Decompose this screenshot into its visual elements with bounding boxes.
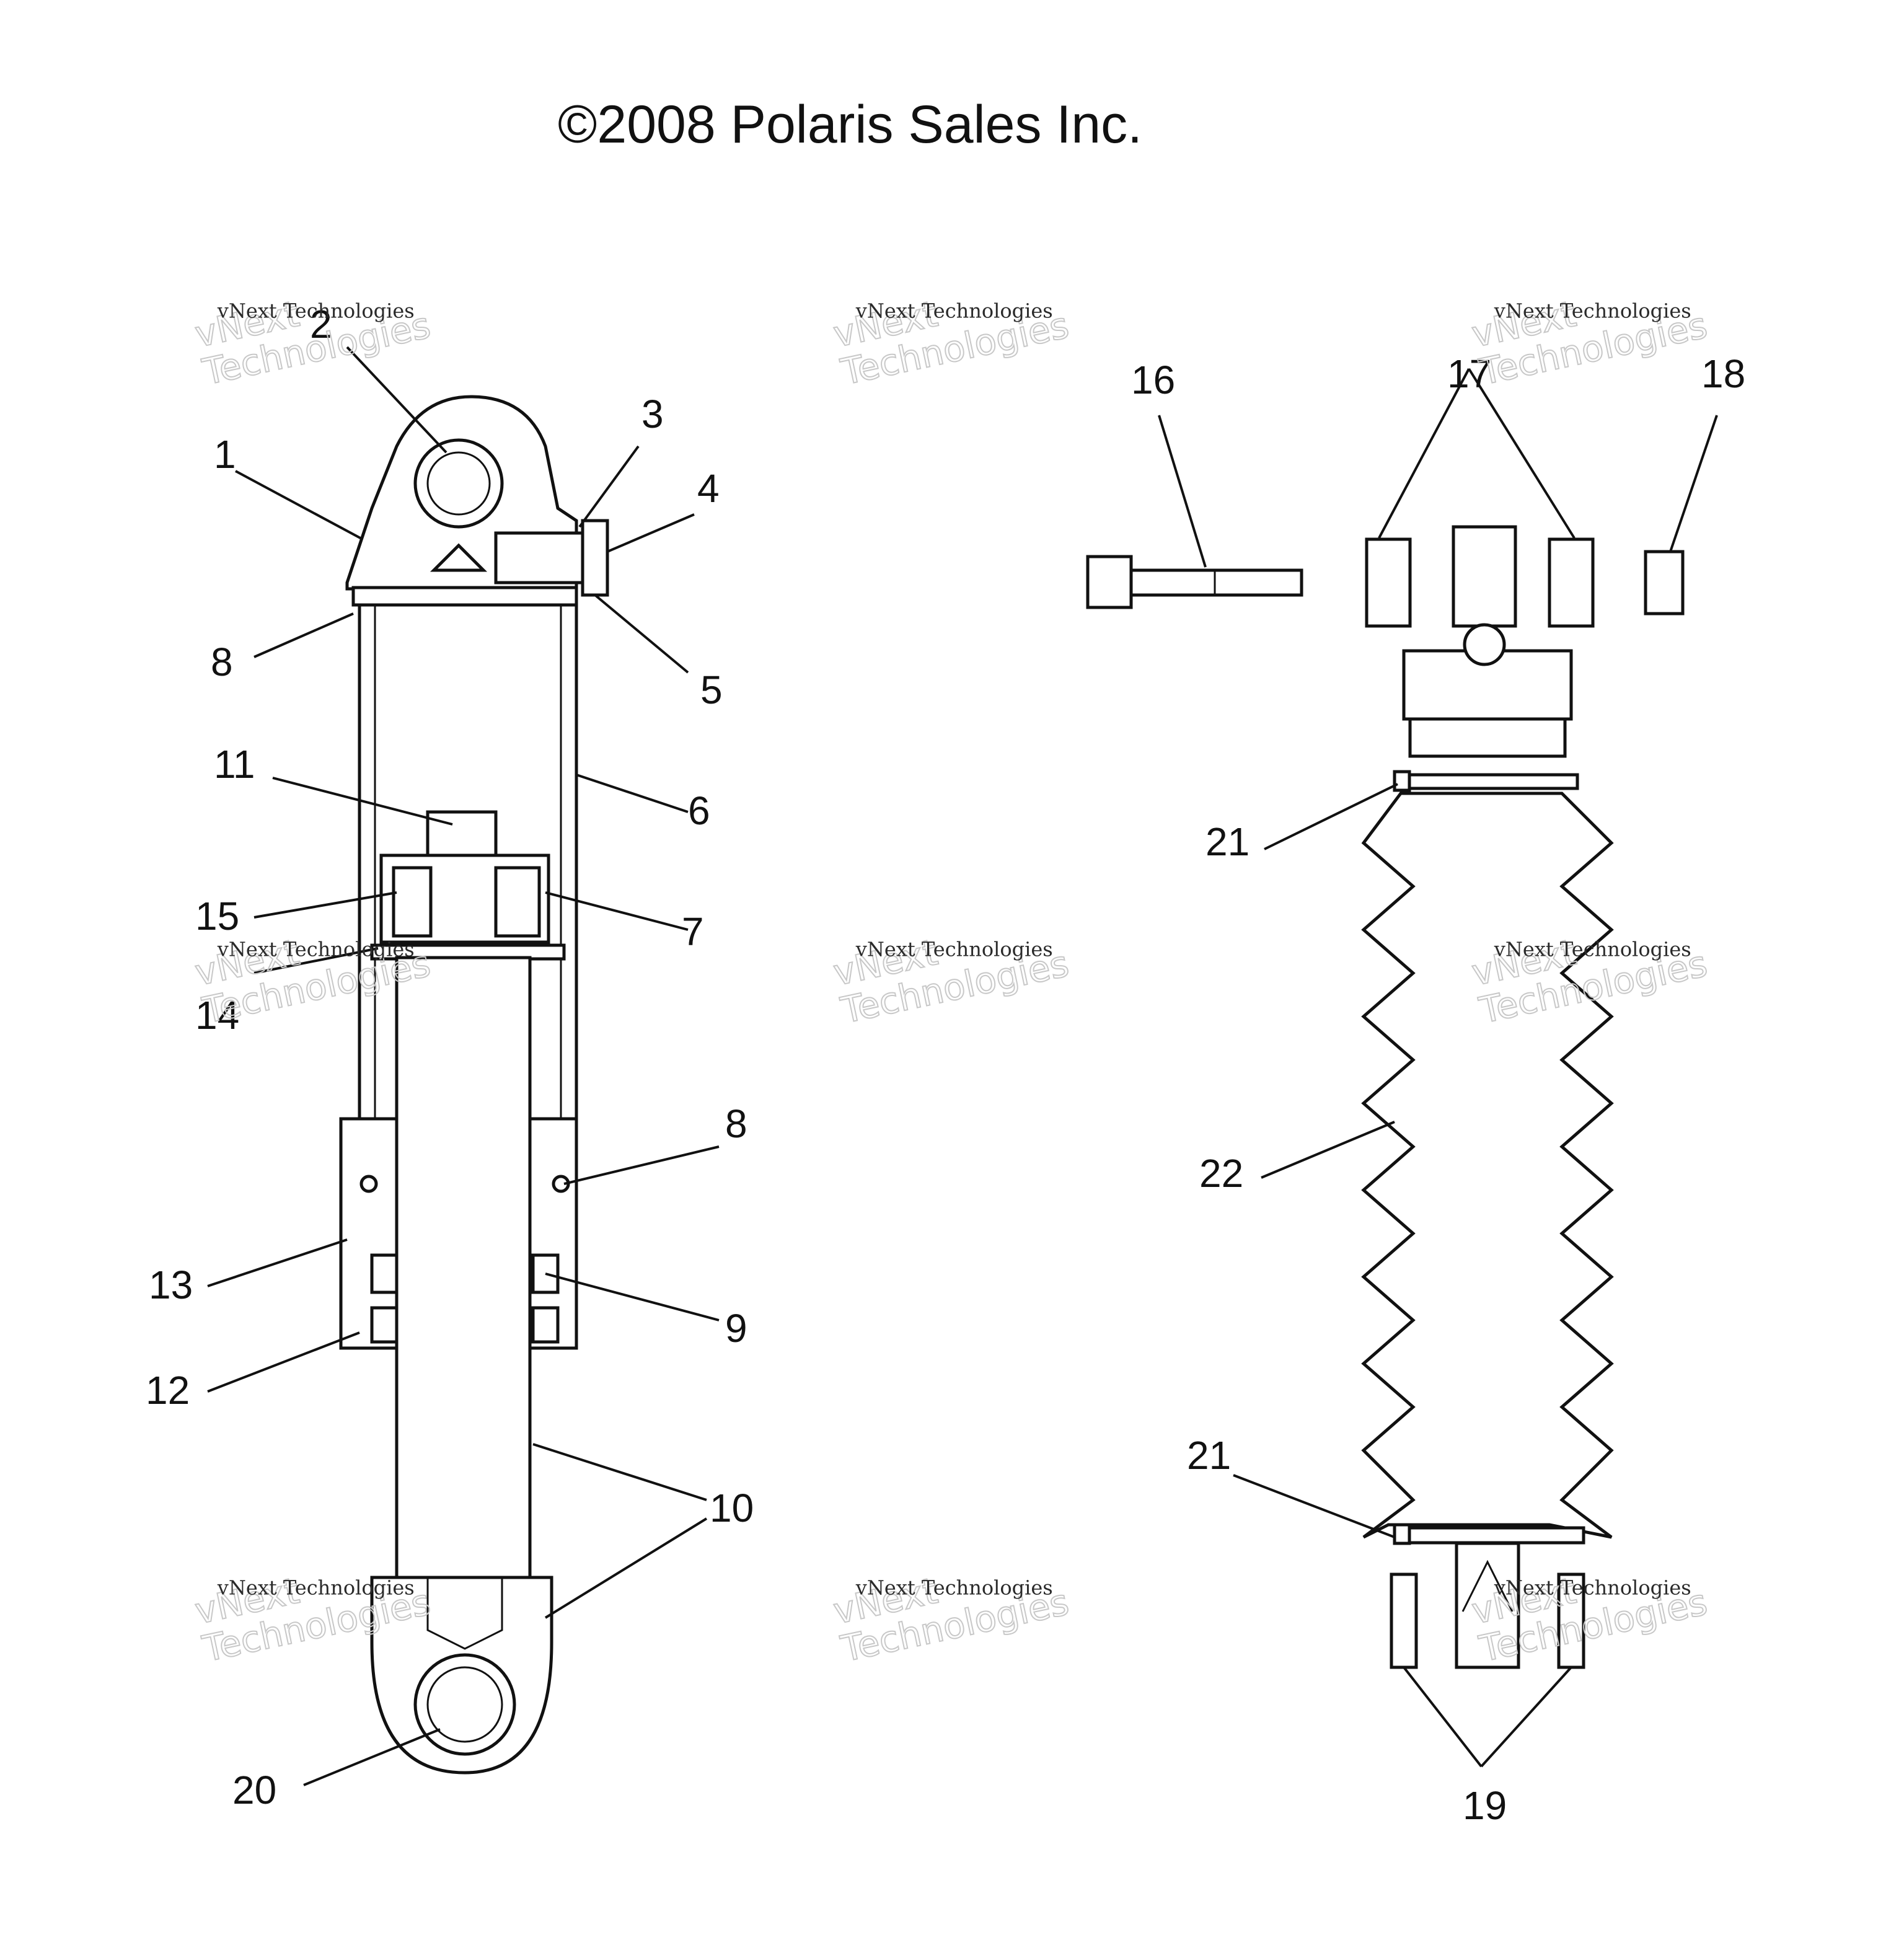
svg-text:vNext Technologies: vNext Technologies: [855, 1576, 1053, 1600]
watermark: vNextTechnologies vNext Technologies: [829, 267, 1073, 394]
shock-assembled: [1086, 525, 1685, 1669]
bushing-left: [370, 1306, 399, 1344]
callout-7: 7: [682, 909, 704, 954]
svg-text:vNextTechnologies: vNextTechnologies: [829, 905, 1072, 1032]
svg-text:vNextTechnologies: vNextTechnologies: [1468, 267, 1711, 394]
boot-clamp-top: [1396, 773, 1579, 790]
svg-text:vNext Technologies: vNext Technologies: [217, 1576, 415, 1600]
spacer-right: [1548, 537, 1595, 628]
clamp-buckle-top: [1393, 770, 1411, 792]
valve-cap: [581, 519, 609, 597]
callout-20: 20: [232, 1768, 276, 1812]
left-leader-lines: [207, 346, 720, 1786]
svg-text:vNext Technologies: vNext Technologies: [855, 299, 1053, 323]
bushing-right: [531, 1306, 560, 1344]
top-mount-stem: [1452, 525, 1517, 628]
bottom-thread-bore: [426, 1577, 503, 1650]
callout-6: 6: [688, 788, 710, 833]
callout-17: 17: [1447, 351, 1491, 396]
bottom-eye-bushing: [413, 1653, 516, 1756]
svg-text:vNext Technologies: vNext Technologies: [217, 299, 415, 323]
svg-text:vNextTechnologies: vNextTechnologies: [829, 1543, 1072, 1670]
boot-clamp-bottom: [1396, 1526, 1585, 1545]
o-ring-left: [359, 1175, 378, 1193]
reservoir-cap: [1408, 717, 1567, 758]
bottom-mount-tip: [1461, 1559, 1514, 1612]
callout-13: 13: [149, 1263, 193, 1307]
svg-text:vNextTechnologies: vNextTechnologies: [191, 267, 434, 394]
spacer-left: [1365, 537, 1412, 628]
right-leader-lines: [1158, 368, 1718, 1768]
watermark: vNextTechnologies vNext Technologies: [829, 905, 1073, 1033]
callout-2: 2: [310, 302, 332, 346]
callout-18: 18: [1701, 351, 1745, 396]
callout-15: 15: [195, 894, 239, 938]
watermark: vNextTechnologies vNext Technologies: [1468, 267, 1711, 394]
valve-stack-right: [494, 866, 541, 938]
shock-cutaway-assembly: [339, 395, 609, 1775]
svg-text:vNext Technologies: vNext Technologies: [1494, 299, 1691, 323]
top-eye-bore: [426, 451, 491, 516]
callout-22: 22: [1199, 1151, 1243, 1196]
copyright-text: ©2008 Polaris Sales Inc.: [558, 95, 1142, 154]
callout-16: 16: [1131, 358, 1175, 402]
callout-11: 11: [214, 742, 255, 787]
bottom-eye-bore: [426, 1666, 503, 1743]
bushing-bottom-left: [1390, 1572, 1418, 1669]
svg-text:vNext Technologies: vNext Technologies: [1494, 1576, 1691, 1600]
bushing-bottom-right: [1557, 1572, 1585, 1669]
svg-text:vNext Technologies: vNext Technologies: [217, 938, 415, 961]
valve-stack-left: [392, 866, 433, 938]
callout-3: 3: [641, 392, 664, 436]
schrader-valve: [494, 531, 584, 584]
flange-nut: [1644, 550, 1685, 615]
top-cone: [430, 543, 488, 572]
clamp-buckle-bottom: [1393, 1523, 1411, 1545]
protective-boot: [1361, 792, 1614, 1539]
seal-left: [370, 1253, 399, 1294]
top-mount-bolt-hole: [1463, 623, 1506, 666]
callout-10: 10: [710, 1486, 754, 1530]
callout-21-bottom: 21: [1187, 1433, 1231, 1478]
callout-9: 9: [725, 1306, 747, 1351]
callout-14: 14: [195, 993, 239, 1038]
callout-12: 12: [146, 1368, 190, 1413]
callout-8-bottom: 8: [725, 1101, 747, 1146]
callout-19: 19: [1463, 1783, 1507, 1828]
shaft: [395, 956, 532, 1582]
callout-8-top: 8: [211, 640, 233, 684]
callout-4: 4: [697, 466, 720, 511]
callout-21-top: 21: [1205, 819, 1250, 864]
svg-text:vNext Technologies: vNext Technologies: [855, 938, 1053, 961]
watermark: vNextTechnologies vNext Technologies: [829, 1543, 1073, 1671]
top-plate: [351, 586, 578, 607]
bolt-shank: [1129, 568, 1303, 597]
bolt-head: [1086, 555, 1133, 609]
svg-text:vNextTechnologies: vNextTechnologies: [829, 267, 1072, 394]
callout-5: 5: [700, 668, 723, 712]
callout-1: 1: [214, 432, 236, 477]
callout-labels: 1 2 3 4 5 8 6 11 7 15 14 8 13 9 12 10 20…: [146, 302, 1745, 1828]
svg-text:vNext Technologies: vNext Technologies: [1494, 938, 1691, 961]
